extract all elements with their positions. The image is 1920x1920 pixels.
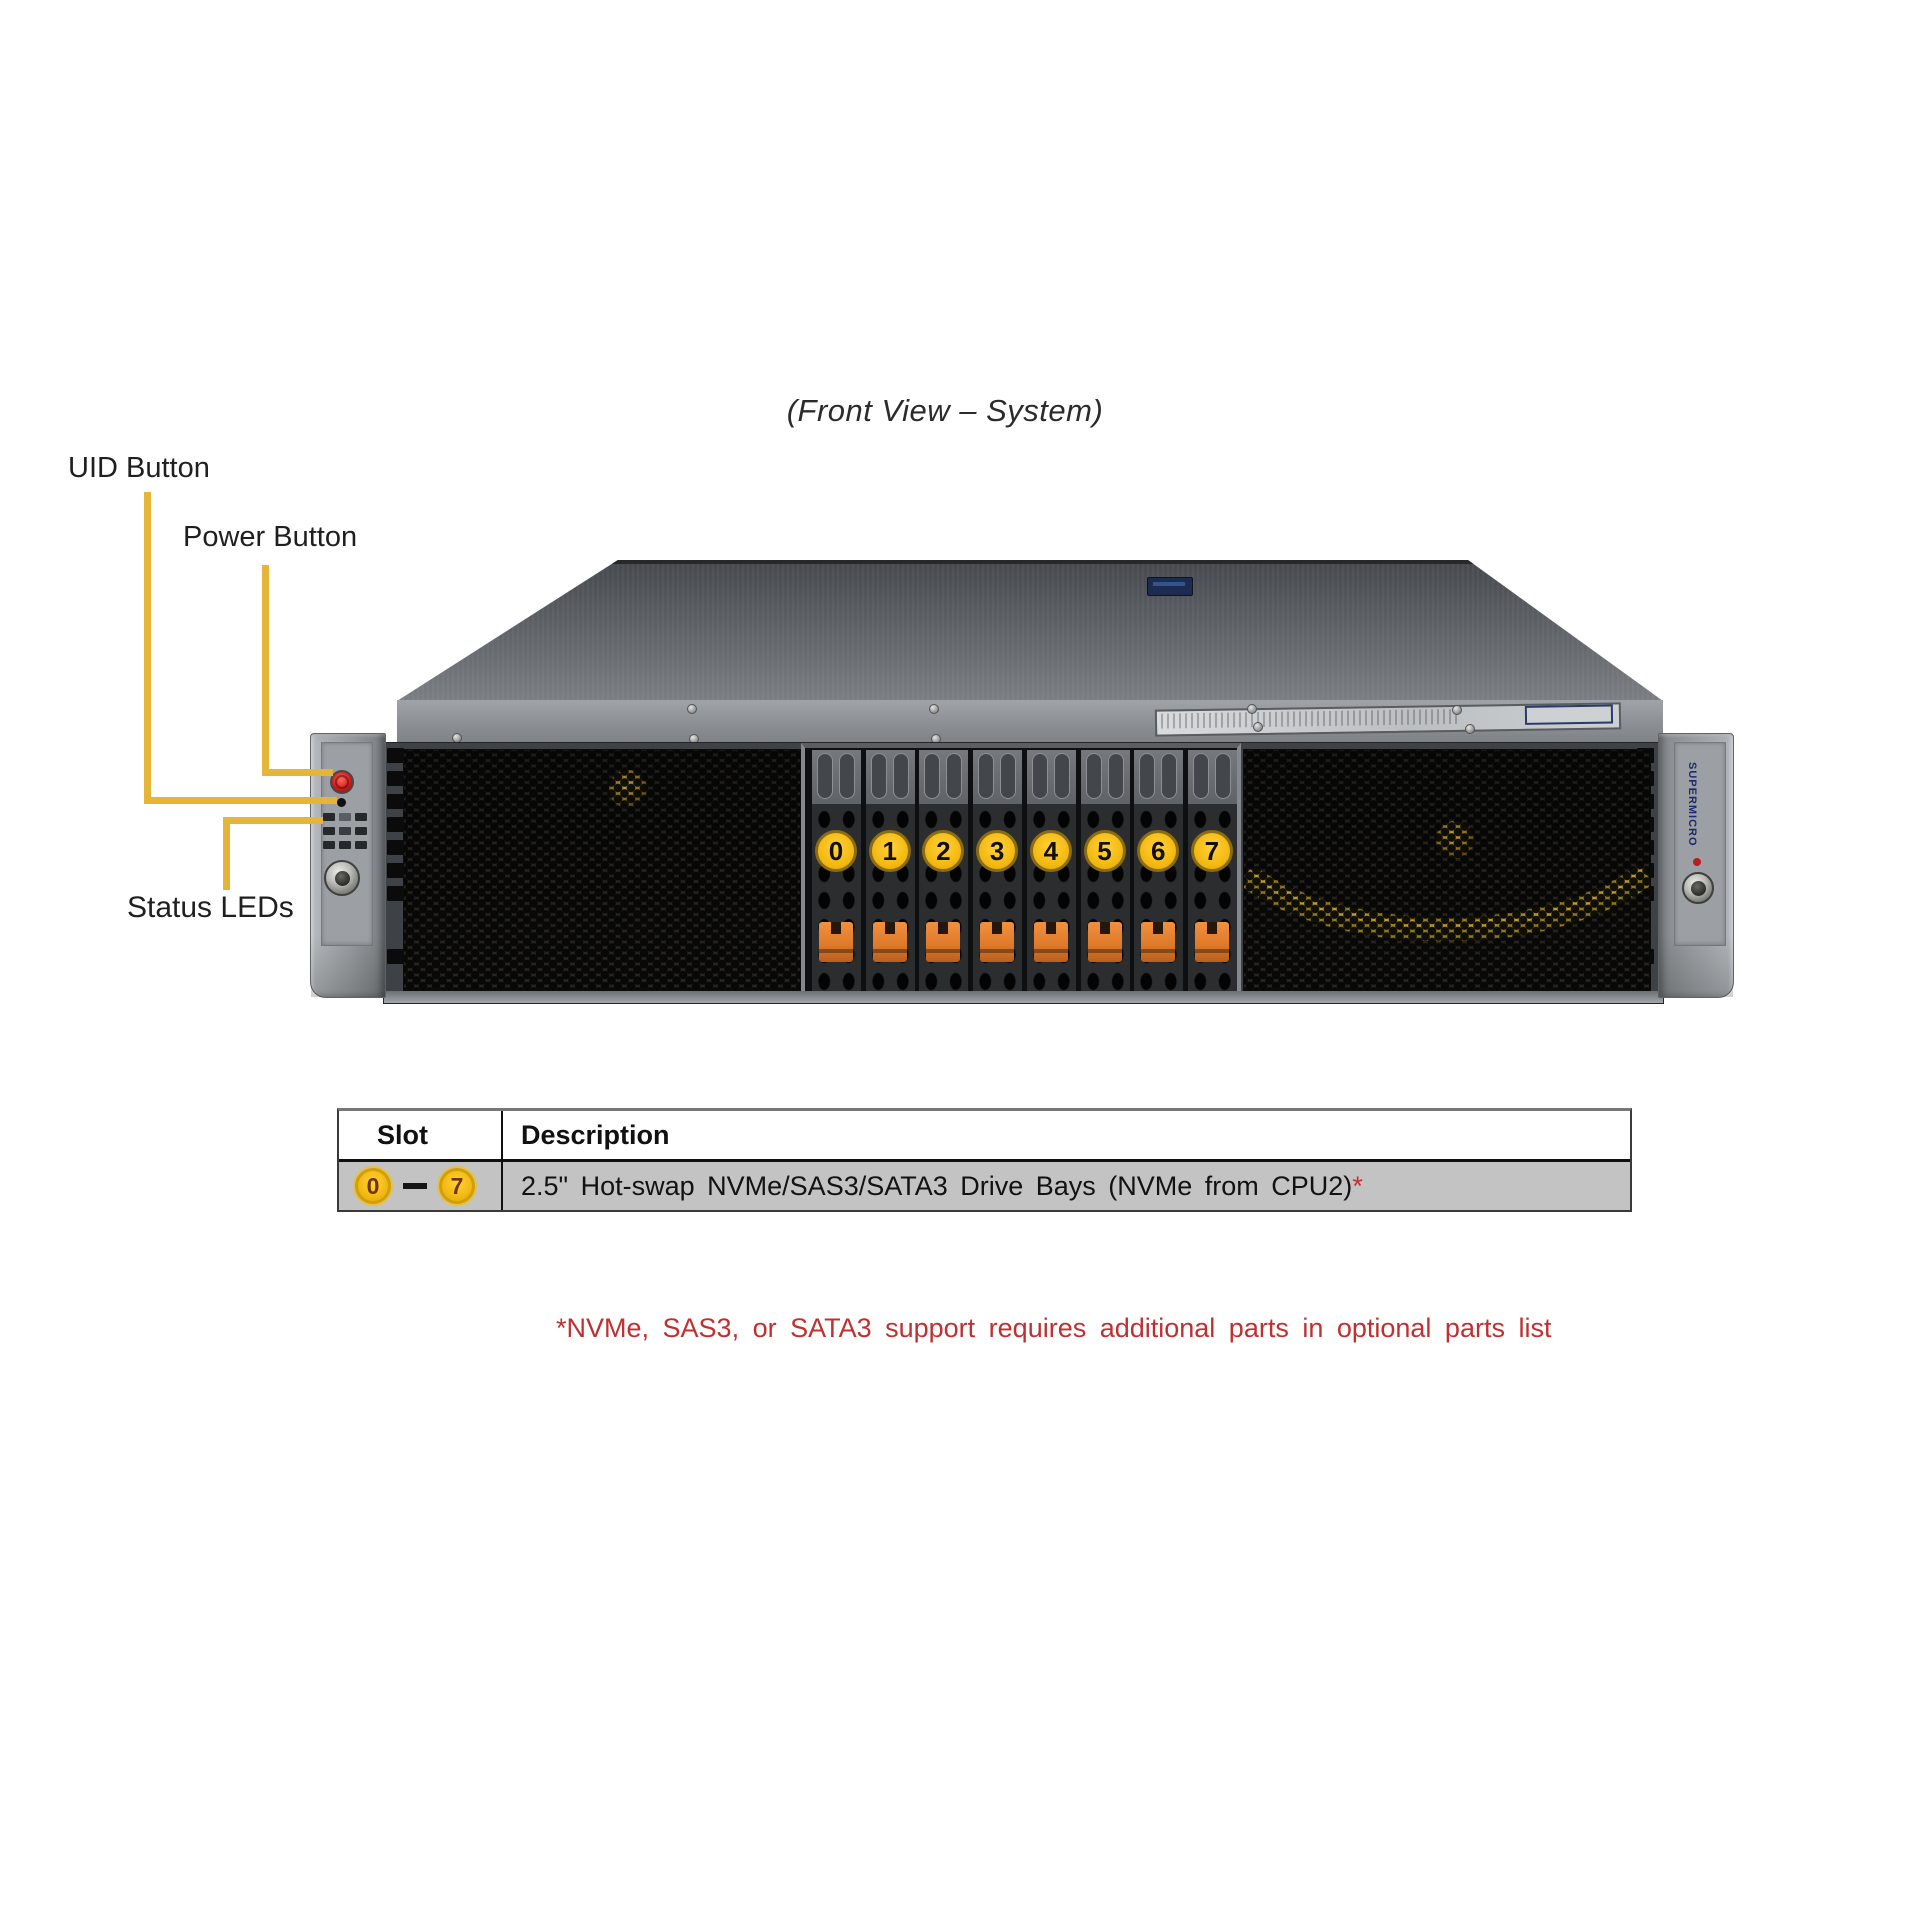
footnote-text: *NVMe, SAS3, or SATA3 support requires a… bbox=[556, 1313, 1552, 1343]
uid-callout-line-horizontal bbox=[144, 797, 337, 804]
left-fan-grille bbox=[403, 749, 801, 991]
asset-label-sticker bbox=[1154, 702, 1622, 737]
power-button-label: Power Button bbox=[183, 521, 358, 553]
logo-dot-icon bbox=[1693, 858, 1701, 866]
screw bbox=[1465, 724, 1475, 734]
slot-range-cell: 0 7 bbox=[339, 1162, 503, 1210]
drive-bay-number: 6 bbox=[1137, 830, 1180, 872]
drive-bay: 0 bbox=[812, 750, 861, 991]
table-row: 0 7 2.5" Hot-swap NVMe/SAS3/SATA3 Drive … bbox=[339, 1162, 1630, 1210]
tray-vent bbox=[812, 750, 861, 804]
table-header-slot: Slot bbox=[339, 1111, 503, 1159]
lid-badge bbox=[1147, 577, 1193, 596]
drive-bay: 7 bbox=[1187, 750, 1237, 991]
sticker-right-segment bbox=[1524, 704, 1614, 725]
ear-handle-shade bbox=[1659, 935, 1733, 997]
tray-vent bbox=[919, 750, 969, 804]
slot-badge-start: 0 bbox=[355, 1168, 391, 1204]
lid-brushed-texture bbox=[397, 560, 1663, 701]
lock-keyhole bbox=[324, 860, 360, 896]
supermicro-logo: SUPERMICRO bbox=[1686, 762, 1698, 847]
chassis-bottom-rail bbox=[384, 991, 1663, 1003]
tray-vent bbox=[1134, 750, 1184, 804]
left-ear bbox=[310, 733, 386, 998]
drive-bay-number: 1 bbox=[868, 830, 911, 872]
description-footnote-marker: * bbox=[1352, 1170, 1363, 1201]
drive-bay-latch bbox=[819, 922, 853, 962]
drive-bay-number: 2 bbox=[922, 830, 965, 872]
drive-bay-number: 3 bbox=[976, 830, 1019, 872]
right-fan-grille bbox=[1243, 749, 1651, 991]
tray-vent bbox=[973, 750, 1023, 804]
description-text: 2.5" Hot-swap NVMe/SAS3/SATA3 Drive Bays… bbox=[521, 1170, 1353, 1201]
status-led-grid bbox=[323, 813, 367, 849]
tray-vent bbox=[1187, 750, 1237, 804]
drive-bay-latch bbox=[1033, 922, 1068, 962]
mesh-pattern bbox=[1244, 750, 1650, 990]
lid-top-edge bbox=[397, 560, 1663, 564]
drive-bay-latch bbox=[872, 922, 907, 962]
left-mount-holes bbox=[387, 748, 404, 964]
uid-button-label: UID Button bbox=[68, 452, 210, 484]
mesh-pattern bbox=[404, 750, 800, 990]
drive-bay-latch bbox=[980, 922, 1015, 962]
lock-keyhole bbox=[1682, 872, 1714, 904]
slot-description-table: Slot Description 0 7 2.5" Hot-swap NVMe/… bbox=[337, 1108, 1632, 1212]
drive-bay-number: 5 bbox=[1083, 830, 1126, 872]
table-header-row: Slot Description bbox=[339, 1111, 1630, 1162]
tray-vent bbox=[1026, 750, 1076, 804]
drive-bay: 2 bbox=[919, 750, 969, 991]
uid-callout-line-vertical bbox=[144, 492, 151, 804]
power-callout-line-vertical bbox=[262, 565, 269, 776]
drive-bay-number: 4 bbox=[1029, 830, 1072, 872]
drive-bay-number: 7 bbox=[1190, 830, 1233, 872]
tray-vent bbox=[1080, 750, 1130, 804]
uid-button bbox=[337, 798, 346, 807]
status-callout-line-horizontal bbox=[223, 817, 323, 824]
chassis-front: 0 1 2 3 bbox=[383, 742, 1664, 1004]
logo-panel bbox=[1674, 742, 1726, 946]
drive-bay: 1 bbox=[865, 750, 915, 991]
drive-bay-number: 0 bbox=[815, 830, 857, 872]
status-callout-line-vertical bbox=[223, 817, 230, 890]
drive-bay: 5 bbox=[1080, 750, 1130, 991]
table-header-description: Description bbox=[521, 1119, 670, 1150]
screw bbox=[687, 704, 697, 714]
slot-badge-end: 7 bbox=[439, 1168, 475, 1204]
tray-vent bbox=[865, 750, 915, 804]
drive-bay-latch bbox=[1087, 922, 1122, 962]
drive-bay-latch bbox=[1194, 922, 1229, 962]
status-leds-label: Status LEDs bbox=[127, 891, 294, 924]
slot-range-dash bbox=[403, 1183, 427, 1189]
front-top-rail bbox=[397, 700, 1663, 745]
drive-bay: 6 bbox=[1134, 750, 1184, 991]
description-cell: 2.5" Hot-swap NVMe/SAS3/SATA3 Drive Bays… bbox=[503, 1162, 1630, 1210]
drive-bay-latch bbox=[1141, 922, 1176, 962]
chassis-lid bbox=[397, 560, 1663, 701]
barcode-texture bbox=[1160, 708, 1462, 729]
power-button bbox=[330, 770, 354, 794]
page-title: (Front View – System) bbox=[786, 393, 1104, 428]
power-callout-line-horizontal bbox=[262, 769, 333, 776]
right-ear: SUPERMICRO bbox=[1658, 733, 1734, 998]
screw bbox=[929, 704, 939, 714]
drive-bay-latch bbox=[926, 922, 961, 962]
screw bbox=[1247, 704, 1257, 714]
drive-bay: 3 bbox=[973, 750, 1023, 991]
drive-bay-block: 0 1 2 3 bbox=[801, 743, 1241, 993]
screw bbox=[1253, 722, 1263, 732]
ear-handle-shade bbox=[311, 935, 385, 997]
drive-bay: 4 bbox=[1026, 750, 1076, 991]
screw bbox=[1452, 705, 1462, 715]
